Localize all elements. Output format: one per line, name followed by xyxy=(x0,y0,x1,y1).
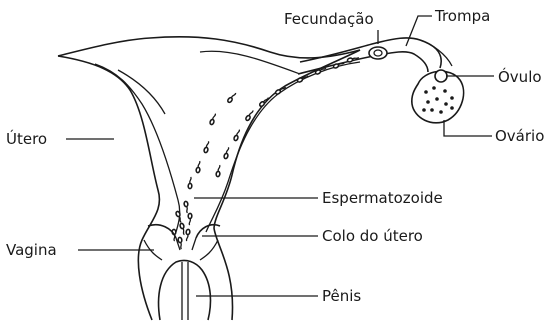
sperm-cell xyxy=(185,229,190,241)
label-utero: Útero xyxy=(6,129,47,148)
ovary-follicle xyxy=(439,110,443,114)
sperm-cell xyxy=(188,213,192,225)
sperm-cell xyxy=(188,177,192,189)
uterus-outline xyxy=(58,37,360,320)
label-penis: Pênis xyxy=(322,287,361,305)
ovary-follicle xyxy=(430,108,434,112)
sperm-cell xyxy=(227,92,237,103)
ovary-follicle xyxy=(444,102,448,106)
label-colo-do-utero: Colo do útero xyxy=(322,227,423,245)
sperm-cell xyxy=(180,223,187,235)
leader-lines xyxy=(66,16,494,296)
ovary-follicle xyxy=(422,108,426,112)
ovary-follicle xyxy=(435,97,439,101)
label-ovario: Ovário xyxy=(495,127,544,145)
sperm-cells xyxy=(172,56,359,250)
ovary-follicle xyxy=(426,100,430,104)
label-ovulo: Óvulo xyxy=(498,67,542,86)
sperm-cell xyxy=(204,141,211,153)
sperm-cell xyxy=(233,129,241,141)
label-vagina: Vagina xyxy=(6,241,57,259)
sperm-cell xyxy=(184,201,190,213)
ovary-follicle xyxy=(424,90,428,94)
label-trompa: Trompa xyxy=(434,7,490,25)
ovum xyxy=(435,70,447,82)
ovary-follicle xyxy=(450,106,454,110)
ovary-follicle xyxy=(450,96,454,100)
sperm-cell xyxy=(216,165,222,177)
ovary-follicle xyxy=(443,89,447,93)
sperm-cell xyxy=(196,161,202,173)
sperm-cell xyxy=(224,147,231,159)
sperm-cell xyxy=(259,96,270,107)
label-espermatozoide: Espermatozoide xyxy=(322,189,443,207)
ovary-follicle xyxy=(432,86,436,90)
uterus-cavity xyxy=(95,51,360,232)
label-fecundacao: Fecundação xyxy=(284,10,374,28)
penis xyxy=(159,260,211,320)
sperm-cell xyxy=(209,113,217,125)
fertilization-egg xyxy=(369,47,387,59)
